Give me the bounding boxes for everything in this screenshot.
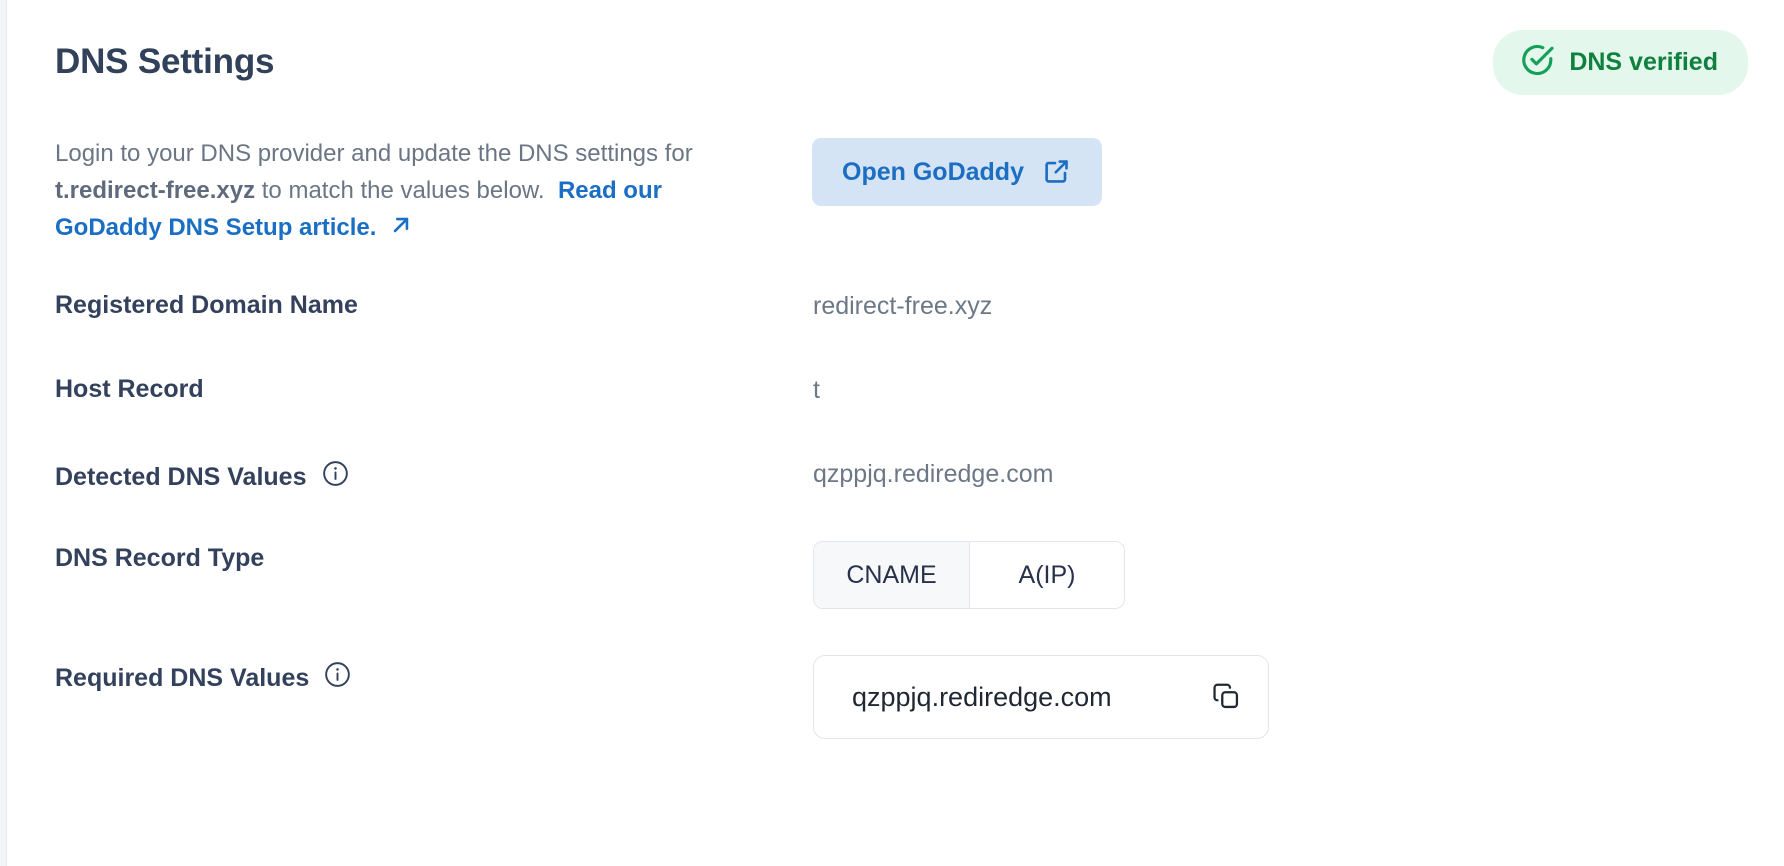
external-link-icon <box>1042 156 1072 189</box>
info-icon[interactable] <box>321 459 350 495</box>
required-dns-value-text: qzppjq.rediredge.com <box>852 681 1112 712</box>
row-label-text: Host Record <box>55 375 204 403</box>
setup-article-link[interactable]: Read our GoDaddy DNS Setup article. <box>55 177 662 241</box>
segment-cname[interactable]: CNAME <box>814 542 969 608</box>
page-gutter <box>0 0 6 866</box>
description-after: to match the values below. <box>255 177 545 204</box>
circle-check-icon <box>1519 42 1555 83</box>
row-label-text: DNS Record Type <box>55 544 265 572</box>
segment-a-ip[interactable]: A(IP) <box>969 542 1124 608</box>
copy-icon <box>1210 680 1242 715</box>
description-before: Login to your DNS provider and update th… <box>55 140 693 167</box>
label-dns-record-type: DNS Record Type <box>55 544 264 573</box>
row-label-text: Registered Domain Name <box>55 291 358 319</box>
label-host-record: Host Record <box>55 375 204 404</box>
card-left-border <box>6 0 7 866</box>
label-registered-domain-name: Registered Domain Name <box>55 291 358 320</box>
status-badge-label: DNS verified <box>1569 48 1718 76</box>
value-host-record: t <box>813 376 820 404</box>
dns-record-type-segmented-control[interactable]: CNAME A(IP) <box>813 541 1125 609</box>
dns-settings-card: DNS Settings DNS verified Login to your … <box>7 0 1784 866</box>
arrow-up-right-icon <box>388 212 414 249</box>
description-domain: t.redirect-free.xyz <box>55 177 256 204</box>
copy-button[interactable] <box>1206 676 1246 719</box>
page-title: DNS Settings <box>55 42 275 81</box>
info-icon[interactable] <box>323 660 352 696</box>
status-badge: DNS verified <box>1493 30 1748 95</box>
description-text: Login to your DNS provider and update th… <box>55 135 775 249</box>
value-detected-dns-values: qzppjq.rediredge.com <box>813 460 1054 488</box>
label-required-dns-values: Required DNS Values <box>55 660 352 696</box>
open-provider-button[interactable]: Open GoDaddy <box>812 138 1102 206</box>
label-detected-dns-values: Detected DNS Values <box>55 459 350 495</box>
row-label-text: Required DNS Values <box>55 663 310 692</box>
row-label-text: Detected DNS Values <box>55 462 307 491</box>
required-dns-value-field[interactable]: qzppjq.rediredge.com <box>813 655 1269 739</box>
value-registered-domain-name: redirect-free.xyz <box>813 292 993 320</box>
open-provider-button-label: Open GoDaddy <box>842 157 1024 186</box>
